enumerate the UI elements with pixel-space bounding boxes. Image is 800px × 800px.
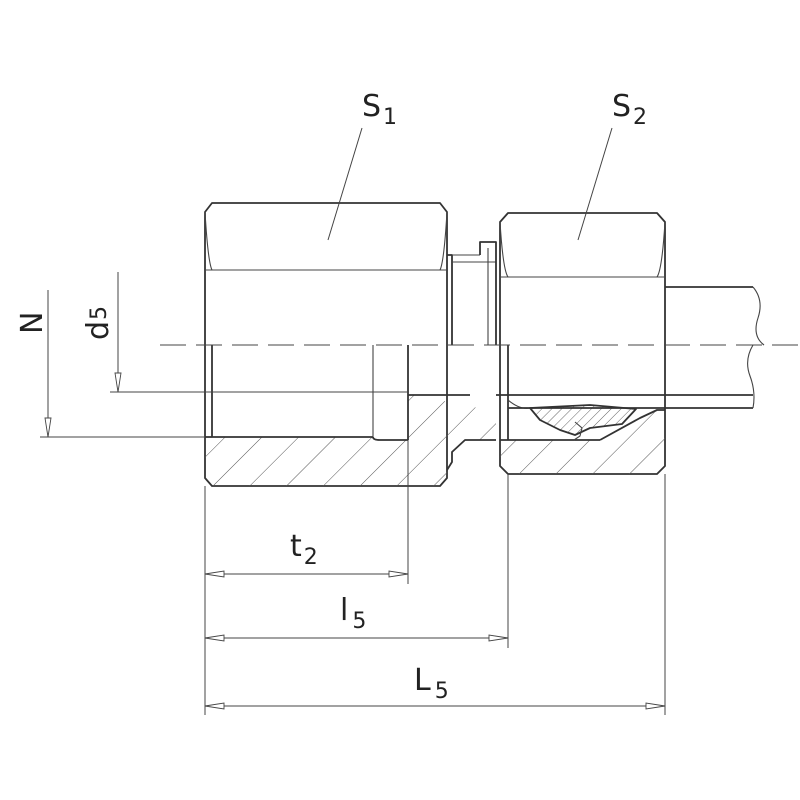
label-s2: S2: [612, 89, 647, 130]
fitting-neck: [446, 241, 497, 471]
dimension-l5: [204, 634, 509, 642]
label-s1: S1: [362, 89, 397, 130]
dimension-L5: [204, 702, 666, 710]
dimension-n: [40, 290, 205, 438]
dimension-t2: [204, 570, 409, 578]
nut-section-hatch: [500, 345, 665, 474]
label-d5: d5: [81, 306, 116, 340]
extension-lines: [204, 440, 666, 715]
label-n: N: [15, 312, 50, 334]
tube: [496, 286, 765, 409]
body-bore: [205, 345, 470, 441]
leader-s2: [577, 127, 613, 241]
body-section-hatch: [205, 395, 496, 486]
leader-s1: [327, 127, 363, 241]
label-t2: t2: [290, 529, 318, 570]
cutting-ring: [507, 399, 637, 441]
dimension-d5: [110, 272, 408, 393]
